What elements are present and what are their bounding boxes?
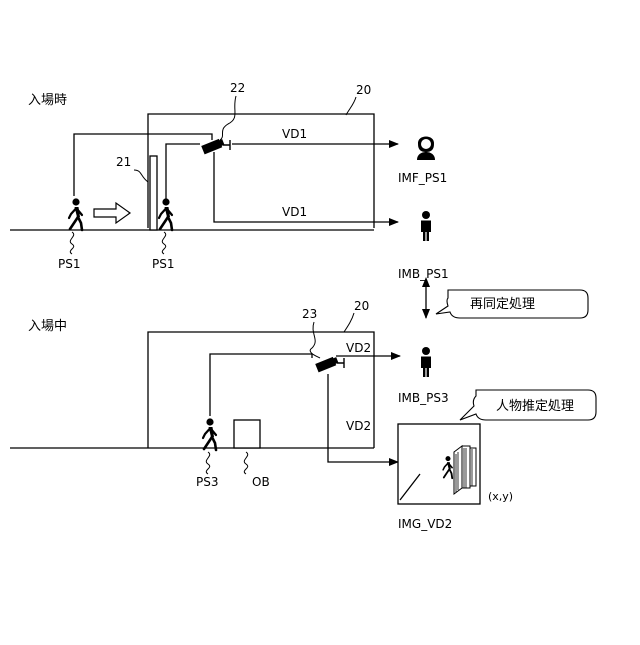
- stream-vd1-face-label: VD1: [282, 127, 307, 141]
- area-leader-bottom: [344, 313, 354, 332]
- callout-person-estimate-text: 人物推定処理: [496, 399, 574, 414]
- walking-person-icon: [159, 198, 172, 230]
- coordinate-label: (x,y): [488, 490, 513, 503]
- area-box-top: [148, 114, 374, 228]
- ob-leader: [244, 452, 247, 474]
- scene-title-inside: 入場中: [28, 319, 67, 334]
- standing-person-icon: [421, 211, 431, 241]
- ps1-leader-a: [70, 232, 73, 254]
- scene-title-entry: 入場時: [28, 93, 67, 108]
- standing-person-icon: [421, 347, 431, 377]
- person-label-at-gate: PS1: [152, 257, 175, 271]
- walking-person-icon: [203, 418, 216, 450]
- face-avatar-icon: [417, 137, 435, 161]
- camera-leader-bottom: [310, 322, 320, 358]
- wire-inside: [210, 354, 312, 416]
- wire-at-gate: [166, 144, 200, 200]
- walking-person-icon: [69, 198, 82, 230]
- output-image-label: IMG_VD2: [398, 517, 452, 531]
- stream-vd2-person-label: VD2: [346, 341, 371, 355]
- ps3-leader: [206, 452, 209, 474]
- area-ref-top: 20: [356, 83, 371, 97]
- stream-vd2-image: [328, 374, 398, 462]
- person-label-approach: PS1: [58, 257, 81, 271]
- gate-leader: [134, 170, 148, 182]
- object-ob: [234, 420, 260, 448]
- ps1-leader-b: [162, 232, 165, 254]
- gate-21: [150, 156, 157, 230]
- stream-vd1-body-label: VD1: [282, 205, 307, 219]
- area-leader-top: [346, 97, 356, 115]
- output-body-top-label: IMB_PS1: [398, 267, 449, 281]
- callout-reidentify-text: 再同定処理: [470, 297, 535, 312]
- output-body-bottom-label: IMB_PS3: [398, 391, 449, 405]
- area-box-bottom: [148, 332, 374, 448]
- outline-right-arrow-icon: [94, 203, 130, 223]
- camera-leader-top: [220, 96, 236, 140]
- area-ref-bottom: 20: [354, 299, 369, 313]
- camera-23-icon: [315, 357, 344, 372]
- object-label: OB: [252, 475, 270, 489]
- camera-22-icon: [201, 139, 230, 154]
- person-label-inside: PS3: [196, 475, 219, 489]
- gate-ref: 21: [116, 155, 131, 169]
- camera-ref-top: 22: [230, 81, 245, 95]
- output-face-label: IMF_PS1: [398, 171, 447, 185]
- stream-vd2-image-label: VD2: [346, 419, 371, 433]
- camera-ref-bottom: 23: [302, 307, 317, 321]
- wire-approach: [74, 134, 212, 196]
